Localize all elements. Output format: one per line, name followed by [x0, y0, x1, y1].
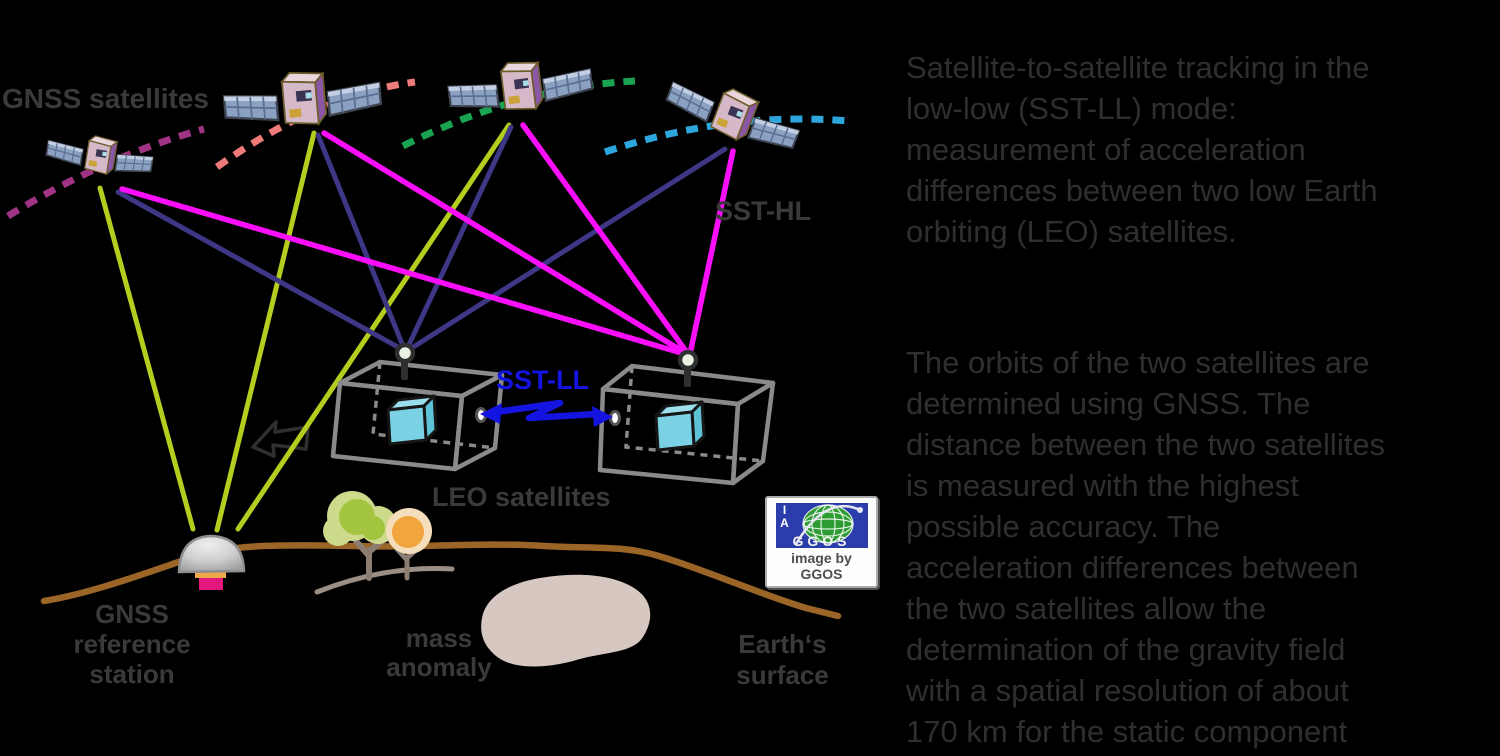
orbit-trail-sat3 [401, 77, 636, 150]
globe-icon [794, 504, 863, 545]
gnss-antenna-icon [684, 366, 691, 387]
signal-line-leo2 [687, 148, 736, 357]
sst-ll-link-arrow [480, 399, 613, 427]
signal-line-leo1 [404, 146, 728, 354]
gnss-reference-station-label: GNSS reference station [73, 599, 191, 689]
ground-scene [40, 491, 842, 667]
gnss-satellites-label: GNSS satellites [2, 83, 209, 114]
gnss-satellite-4 [661, 67, 806, 161]
description-paragraph-2: The orbits of the two satellites are det… [906, 345, 1386, 756]
tree-green [323, 491, 397, 546]
image-credit-line1: image by [791, 550, 852, 566]
leo-satellite-right [597, 349, 776, 486]
leo-satellites-label: LEO satellites [432, 482, 611, 512]
image-credit-line2: GGOS [800, 566, 843, 582]
signal-line-leo2 [321, 130, 690, 357]
sst-hl-label: SST-HL [715, 196, 812, 226]
signal-line-ground [235, 122, 512, 532]
mass-anomaly-blob [481, 574, 651, 667]
orbit-trail-sat4 [603, 115, 850, 156]
gnss-satellite-1 [44, 128, 156, 182]
signal-line-leo2 [520, 122, 691, 357]
flight-direction-arrow [251, 420, 310, 458]
signal-line-ground [214, 130, 317, 533]
signal-line-leo1 [115, 189, 408, 354]
gnss-satellite-2 [221, 63, 384, 133]
earth-surface-line [40, 541, 842, 620]
leo-satellite-left [330, 342, 505, 472]
signal-line-leo2 [119, 186, 688, 357]
signal-line-leo1 [315, 132, 408, 354]
gnss-to-leo2-lines [119, 122, 736, 357]
gnss-antenna-icon [401, 358, 408, 380]
hill-line [314, 566, 455, 595]
gnss-to-leo1-lines [115, 124, 728, 354]
satellite-tracking-diagram [6, 52, 850, 667]
mass-anomaly-label: mass anomaly [386, 623, 492, 682]
signal-line-leo1 [403, 124, 514, 354]
description-text-column: Satellite-to-satellite tracking in the l… [906, 6, 1500, 756]
signal-line-ground [97, 185, 196, 532]
ggos-logo-mark: I A GGOS [775, 503, 868, 549]
gnss-satellite-3 [445, 52, 595, 120]
earths-surface-label: Earth‘s surface [736, 629, 829, 690]
gnss-station-dome [177, 534, 246, 590]
ggos-wordmark: GGOS [792, 533, 851, 549]
iag-letters: I A [780, 503, 789, 530]
description-paragraph-1: Satellite-to-satellite tracking in the l… [906, 50, 1378, 249]
tree-orange [386, 508, 432, 554]
ranging-port [609, 410, 621, 426]
ggos-logo: I A GGOS image by GGOS [765, 496, 878, 588]
gnss-to-ground-lines [97, 122, 512, 533]
sst-ll-label: SST-LL [496, 365, 589, 395]
image-credit: image by GGOS [767, 550, 876, 582]
